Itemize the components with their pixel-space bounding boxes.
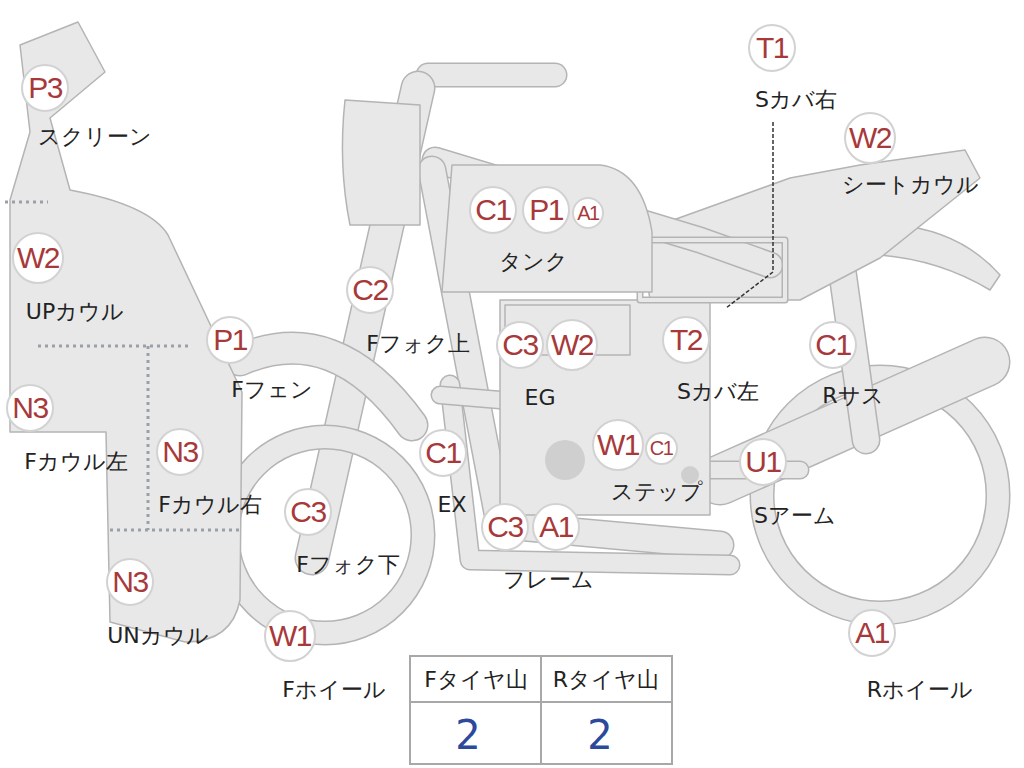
- damage-code: W2: [849, 123, 891, 153]
- damage-code-circle: C2: [346, 266, 394, 314]
- damage-code-circle: A1: [848, 609, 896, 657]
- part-name: シートカウル: [842, 173, 979, 197]
- damage-code-circle: T1: [748, 24, 796, 72]
- damage-code-circle: C1: [809, 321, 857, 369]
- part-name: Sアーム: [754, 504, 836, 528]
- damage-code-circle: W2: [12, 232, 64, 284]
- damage-code-circle: A1: [572, 197, 604, 229]
- part-name: スクリーン: [38, 125, 152, 149]
- part-name: EG: [525, 386, 556, 410]
- table-header: Fタイヤ山: [424, 668, 528, 692]
- cowl-division-line: [147, 346, 150, 530]
- tread-value: 2: [587, 713, 612, 757]
- part-name: フレーム: [503, 568, 594, 592]
- tank: [442, 165, 652, 292]
- damage-code: C3: [290, 497, 325, 527]
- damage-code-circle: W1: [264, 610, 316, 662]
- table-grid: [410, 656, 672, 764]
- damage-code: P1: [529, 195, 563, 225]
- damage-code: W1: [597, 430, 639, 460]
- damage-code: U1: [745, 447, 780, 477]
- part-name: UPカウル: [26, 300, 124, 324]
- cowl-division-line: [110, 529, 240, 532]
- damage-code: C1: [650, 438, 673, 458]
- damage-code-circle: N3: [6, 384, 54, 432]
- damage-code: W2: [551, 330, 593, 360]
- damage-code-circle: T2: [662, 316, 710, 364]
- cowl-division-line: [5, 201, 48, 204]
- part-name: Sカバ左: [677, 380, 759, 404]
- damage-code: W1: [269, 621, 311, 651]
- damage-code-circle: W1: [592, 419, 644, 471]
- table-header: Rタイヤ山: [553, 668, 659, 692]
- part-name: Fフォク上: [366, 332, 470, 356]
- damage-code: A1: [539, 512, 573, 542]
- damage-code: W2: [17, 243, 59, 273]
- damage-code: C3: [487, 512, 522, 542]
- part-name: Fカウル左: [24, 450, 128, 474]
- damage-code-circle: C1: [469, 186, 517, 234]
- part-name: EX: [438, 493, 467, 517]
- damage-code: C1: [815, 330, 850, 360]
- damage-code: C1: [425, 438, 460, 468]
- damage-code-circle: N3: [156, 428, 204, 476]
- damage-code: C1: [475, 195, 510, 225]
- damage-code-circle: P1: [206, 316, 254, 364]
- part-name: Fホイール: [282, 678, 386, 702]
- cowl-division-line: [38, 345, 190, 348]
- front-wheel-outline: [227, 437, 423, 633]
- part-name: Sカバ右: [755, 88, 837, 112]
- side-cover: [640, 240, 785, 300]
- damage-code: C2: [352, 275, 387, 305]
- damage-code-circle: U1: [739, 438, 787, 486]
- damage-code: T2: [670, 325, 702, 355]
- front-wheel: [227, 437, 423, 633]
- damage-code-circle: W2: [546, 319, 598, 371]
- damage-code-circle: C3: [481, 503, 529, 551]
- damage-code: C3: [502, 330, 537, 360]
- damage-code-circle: C3: [496, 321, 544, 369]
- damage-code: P1: [213, 325, 247, 355]
- engine-cover: [545, 440, 585, 480]
- part-name: タンク: [499, 250, 568, 274]
- damage-code: T1: [756, 33, 788, 63]
- handlebar: [428, 64, 555, 86]
- damage-code-circle: P3: [21, 64, 69, 112]
- damage-code-circle: P1: [522, 186, 570, 234]
- damage-code: P3: [28, 73, 62, 103]
- engine: [500, 300, 710, 515]
- headlight: [342, 100, 420, 225]
- part-name: Rサス: [822, 384, 883, 408]
- damage-code: N3: [112, 567, 147, 597]
- part-name: ステップ: [611, 480, 703, 504]
- damage-code-circle: C1: [419, 429, 467, 477]
- leader-line: [726, 122, 773, 308]
- damage-code-circle: A1: [532, 503, 580, 551]
- damage-code: N3: [162, 437, 197, 467]
- part-name: Fカウル右: [158, 493, 262, 517]
- part-name: UNカウル: [107, 624, 209, 648]
- part-name: Rホイール: [867, 678, 973, 702]
- tread-value: 2: [455, 713, 480, 757]
- damage-code: A1: [855, 618, 889, 648]
- damage-code-circle: C1: [645, 432, 678, 465]
- handlebar-outline: [428, 63, 555, 88]
- damage-code-circle: W2: [844, 112, 896, 164]
- damage-code: N3: [12, 393, 47, 423]
- part-name: Fフォク下: [296, 553, 400, 577]
- part-name: Fフェン: [231, 378, 313, 402]
- damage-code-circle: C3: [284, 488, 332, 536]
- side-cover-outline: [640, 240, 785, 300]
- table-border: [410, 656, 672, 764]
- damage-code: A1: [577, 203, 598, 223]
- damage-code-circle: N3: [106, 558, 154, 606]
